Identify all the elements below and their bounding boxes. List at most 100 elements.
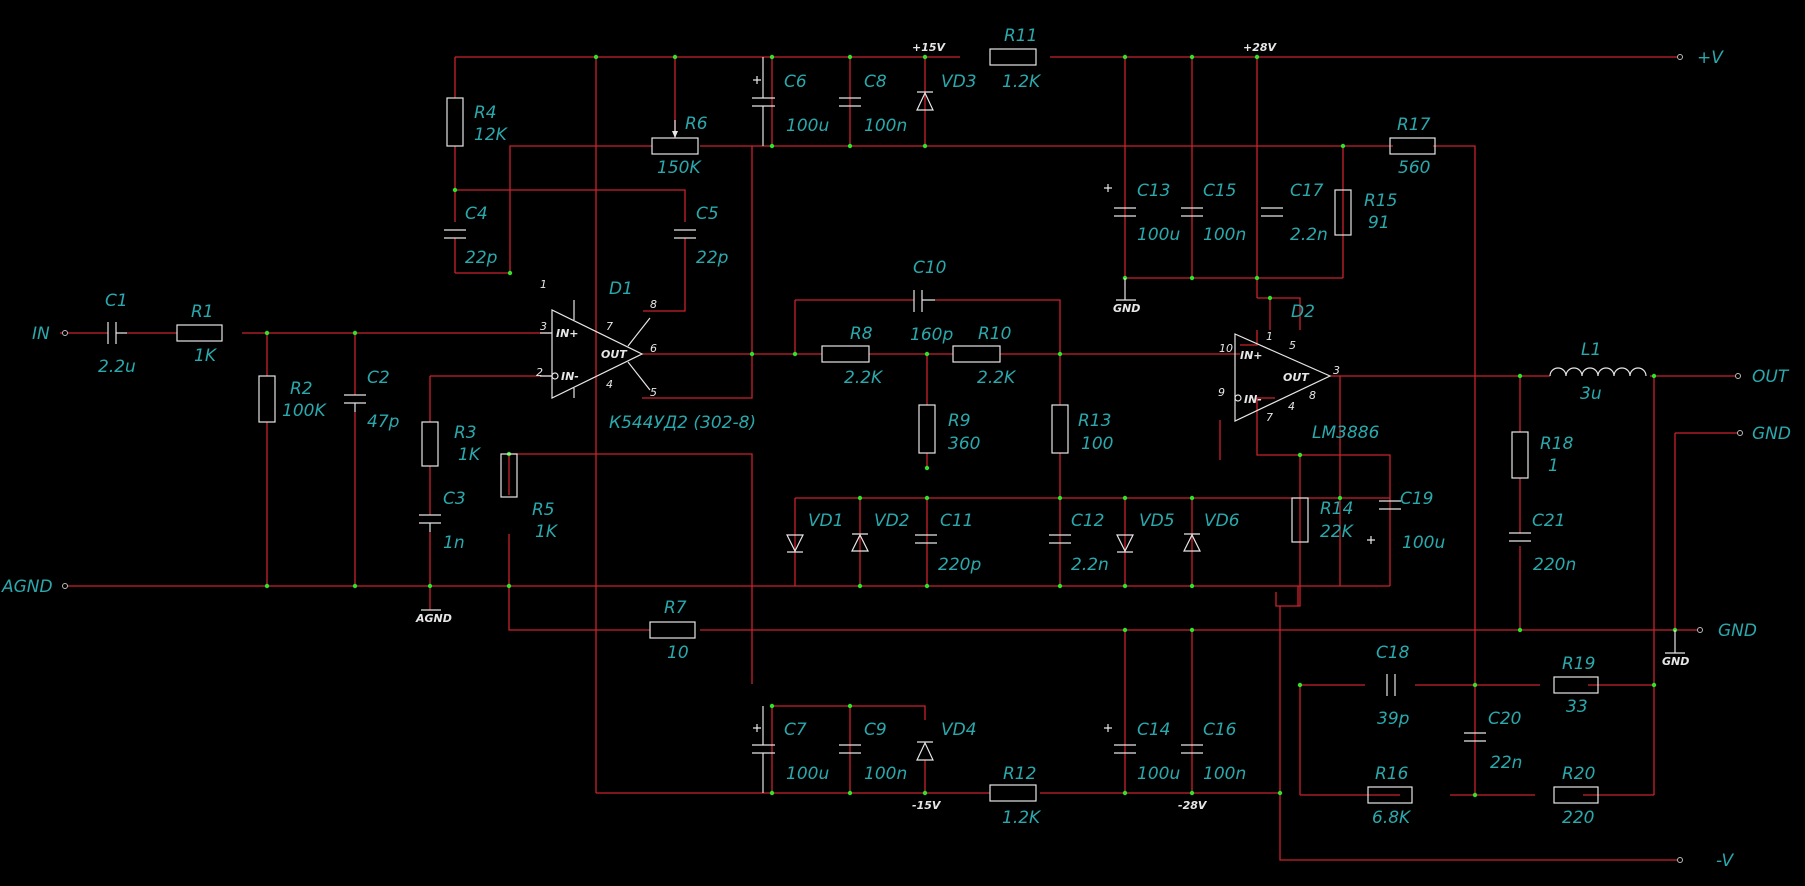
wires: [60, 56, 1740, 861]
c12-value: 2.2n: [1071, 555, 1109, 575]
d1-value: К544УД2 (302-8): [609, 413, 756, 433]
r2-value: 100K: [282, 401, 327, 421]
r1-value: 1K: [194, 346, 218, 366]
c15-ref: C15: [1203, 181, 1237, 201]
d1-pin2: 2: [536, 366, 543, 379]
rail-n15-label: -15V: [912, 799, 942, 812]
d1-in-minus-label: IN-: [561, 370, 579, 383]
d1-pin5: 5: [650, 386, 657, 399]
r6-wiper-arrow: [672, 120, 678, 138]
opamp-d2: [1234, 333, 1332, 422]
l1-value: 3u: [1580, 384, 1602, 404]
vd1-ref: VD1: [808, 511, 844, 531]
port-terminals: [62, 54, 1743, 863]
ground-labels: AGND GND GND: [415, 302, 1689, 668]
c21-ref: C21: [1532, 511, 1566, 531]
port-agnd-label: AGND: [1, 577, 53, 597]
port-labels: IN AGND +V OUT GND GND -V: [1, 48, 1791, 871]
rail-p28-label: +28V: [1243, 41, 1278, 54]
c1-value: 2.2u: [98, 357, 136, 377]
gnd-c13-symbol-label: GND: [1113, 302, 1140, 315]
r4-value: 12K: [474, 125, 509, 145]
c18-ref: C18: [1376, 643, 1410, 663]
d1-ref: D1: [609, 279, 633, 299]
c4-ref: C4: [465, 204, 488, 224]
c14-ref: C14: [1137, 720, 1171, 740]
d2-in-plus-label: IN+: [1240, 349, 1263, 362]
r7-ref: R7: [664, 598, 687, 618]
d2-value: LM3886: [1312, 423, 1380, 443]
c10-value: 160p: [910, 325, 953, 345]
port-out-label: OUT: [1752, 367, 1790, 387]
inductor-l1: [1549, 367, 1647, 377]
ground-symbols: [421, 278, 1685, 654]
r15-value: 91: [1368, 213, 1390, 233]
r8-value: 2.2K: [844, 368, 884, 388]
c11-value: 220p: [938, 555, 981, 575]
c20-ref: C20: [1488, 709, 1522, 729]
d2-pin4: 4: [1288, 400, 1295, 413]
c12-ref: C12: [1071, 511, 1105, 531]
r4-ref: R4: [474, 103, 497, 123]
rail-n28-label: -28V: [1178, 799, 1208, 812]
d2-pin3: 3: [1333, 364, 1340, 377]
opamp-d1: [540, 300, 651, 399]
agnd-symbol-label: AGND: [415, 612, 452, 625]
opamp-d1-pins: IN+ IN- OUT 1 2 3 4 5 6 7 8: [536, 278, 657, 399]
c3-value: 1n: [443, 533, 465, 553]
d2-pin8: 8: [1309, 389, 1316, 402]
c17-value: 2.2n: [1290, 225, 1328, 245]
rail-p15-label: +15V: [912, 41, 947, 54]
d1-pin6: 6: [650, 342, 657, 355]
r13-ref: R13: [1078, 411, 1111, 431]
r3-value: 1K: [458, 445, 482, 465]
r11-ref: R11: [1004, 26, 1037, 46]
c14-value: 100u: [1137, 764, 1180, 784]
r17-ref: R17: [1397, 115, 1431, 135]
d1-pin7: 7: [606, 320, 613, 333]
r9-value: 360: [948, 434, 980, 454]
d2-in-minus-label: IN-: [1244, 393, 1262, 406]
port-plus-v-label: +V: [1697, 48, 1724, 68]
d1-out-label: OUT: [601, 348, 628, 361]
c21-value: 220n: [1533, 555, 1576, 575]
r20-value: 220: [1562, 808, 1594, 828]
d2-pin10: 10: [1219, 342, 1233, 355]
d2-pin5: 5: [1289, 339, 1296, 352]
r7-value: 10: [667, 643, 689, 663]
port-gnd-bottom-label: GND: [1718, 621, 1757, 641]
r15-ref: R15: [1364, 191, 1397, 211]
vd4-ref: VD4: [941, 720, 977, 740]
r2-ref: R2: [290, 379, 313, 399]
c3-ref: C3: [443, 489, 466, 509]
d2-ref: D2: [1291, 302, 1315, 322]
c16-ref: C16: [1203, 720, 1237, 740]
r8-ref: R8: [850, 324, 873, 344]
junction-dots: [264, 54, 1678, 798]
port-minus-v-label: -V: [1716, 851, 1734, 871]
c13-ref: C13: [1137, 181, 1171, 201]
r1-ref: R1: [191, 302, 214, 322]
c4-value: 22p: [465, 248, 498, 268]
c7-ref: C7: [784, 720, 807, 740]
c8-ref: C8: [864, 72, 887, 92]
r13-value: 100: [1081, 434, 1113, 454]
c7-value: 100u: [786, 764, 829, 784]
gnd-right-symbol-label: GND: [1662, 655, 1689, 668]
r19-ref: R19: [1562, 654, 1595, 674]
c20-value: 22n: [1490, 753, 1522, 773]
vd3-ref: VD3: [941, 72, 977, 92]
c15-value: 100n: [1203, 225, 1246, 245]
c19-value: 100u: [1402, 533, 1445, 553]
r17-value: 560: [1398, 158, 1430, 178]
c1-ref: C1: [105, 291, 128, 311]
c8-value: 100n: [864, 116, 907, 136]
diode-symbols: [786, 91, 1201, 761]
c10-ref: C10: [913, 258, 947, 278]
r10-ref: R10: [978, 324, 1011, 344]
opamp-d2-pins: IN+ IN- OUT 1 3 4 5 7 8 9 10: [1218, 330, 1340, 424]
c5-ref: C5: [696, 204, 719, 224]
r16-ref: R16: [1375, 764, 1409, 784]
port-in-label: IN: [32, 324, 50, 344]
